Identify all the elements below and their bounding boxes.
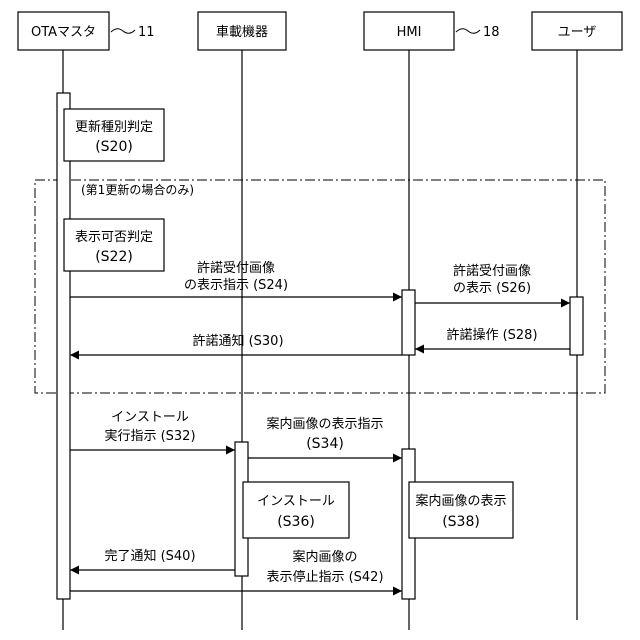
message-s28: 許諾操作 (S28) [415, 327, 570, 349]
process-box-s20: 更新種別判定 (S20) [64, 109, 164, 161]
activation-hmi-1 [402, 290, 415, 355]
message-s34: 案内画像の表示指示 (S34) [248, 416, 402, 458]
process-s38-step: (S38) [442, 514, 480, 530]
participant-in-vehicle-device-label: 車載機器 [216, 25, 268, 40]
frame-label: (第1更新の場合のみ) [81, 182, 194, 197]
ref-leader-18 [456, 29, 480, 34]
message-s30-line1: 許諾通知 (S30) [192, 333, 283, 349]
activation-user [570, 297, 583, 355]
message-s34-line2: (S34) [306, 436, 344, 452]
process-box-s36: インストール (S36) [243, 482, 349, 538]
message-s26-line2: の表示 (S26) [453, 281, 531, 296]
message-s26-line1: 許諾受付画像 [453, 263, 531, 279]
ref-leader-11 [111, 29, 135, 34]
message-s32: インストール 実行指示 (S32) [70, 410, 235, 450]
message-s42-line2: 表示停止指示 (S42) [266, 569, 383, 585]
process-s22-step: (S22) [95, 249, 133, 265]
message-s24-line1: 許諾受付画像 [197, 260, 275, 276]
activation-ota-master [57, 93, 70, 599]
ref-number-18: 18 [483, 25, 500, 40]
participant-in-vehicle-device: 車載機器 [198, 12, 286, 50]
message-s40: 完了通知 (S40) [70, 548, 235, 570]
message-s26: 許諾受付画像 の表示 (S26) [415, 263, 570, 303]
process-s22-label: 表示可否判定 [75, 230, 153, 245]
message-s28-line1: 許諾操作 (S28) [446, 327, 537, 343]
process-s20-step: (S20) [95, 139, 133, 155]
process-s20-label: 更新種別判定 [75, 119, 153, 135]
message-s40-line1: 完了通知 (S40) [104, 548, 195, 564]
message-s24-line2: の表示指示 (S24) [184, 278, 288, 293]
message-s34-line1: 案内画像の表示指示 [266, 416, 383, 432]
participant-ota-master-label: OTAマスタ [31, 25, 96, 40]
message-s30: 許諾通知 (S30) [70, 333, 402, 355]
process-box-s22: 表示可否判定 (S22) [64, 219, 164, 271]
message-s32-line1: インストール [111, 410, 189, 425]
process-s36-label: インストール [257, 494, 335, 509]
ref-number-11: 11 [138, 25, 155, 40]
message-s42-line1: 案内画像の [292, 549, 357, 565]
participant-user: ユーザ [532, 12, 622, 50]
message-s32-line2: 実行指示 (S32) [104, 428, 195, 444]
participant-hmi: HMI 18 [364, 12, 500, 50]
process-box-s38: 案内画像の表示 (S38) [409, 482, 513, 538]
participant-hmi-label: HMI [397, 25, 422, 40]
participant-ota-master: OTAマスタ 11 [18, 12, 155, 50]
process-s38-label: 案内画像の表示 [415, 493, 506, 509]
participant-user-label: ユーザ [558, 25, 597, 40]
process-s36-step: (S36) [277, 514, 315, 530]
